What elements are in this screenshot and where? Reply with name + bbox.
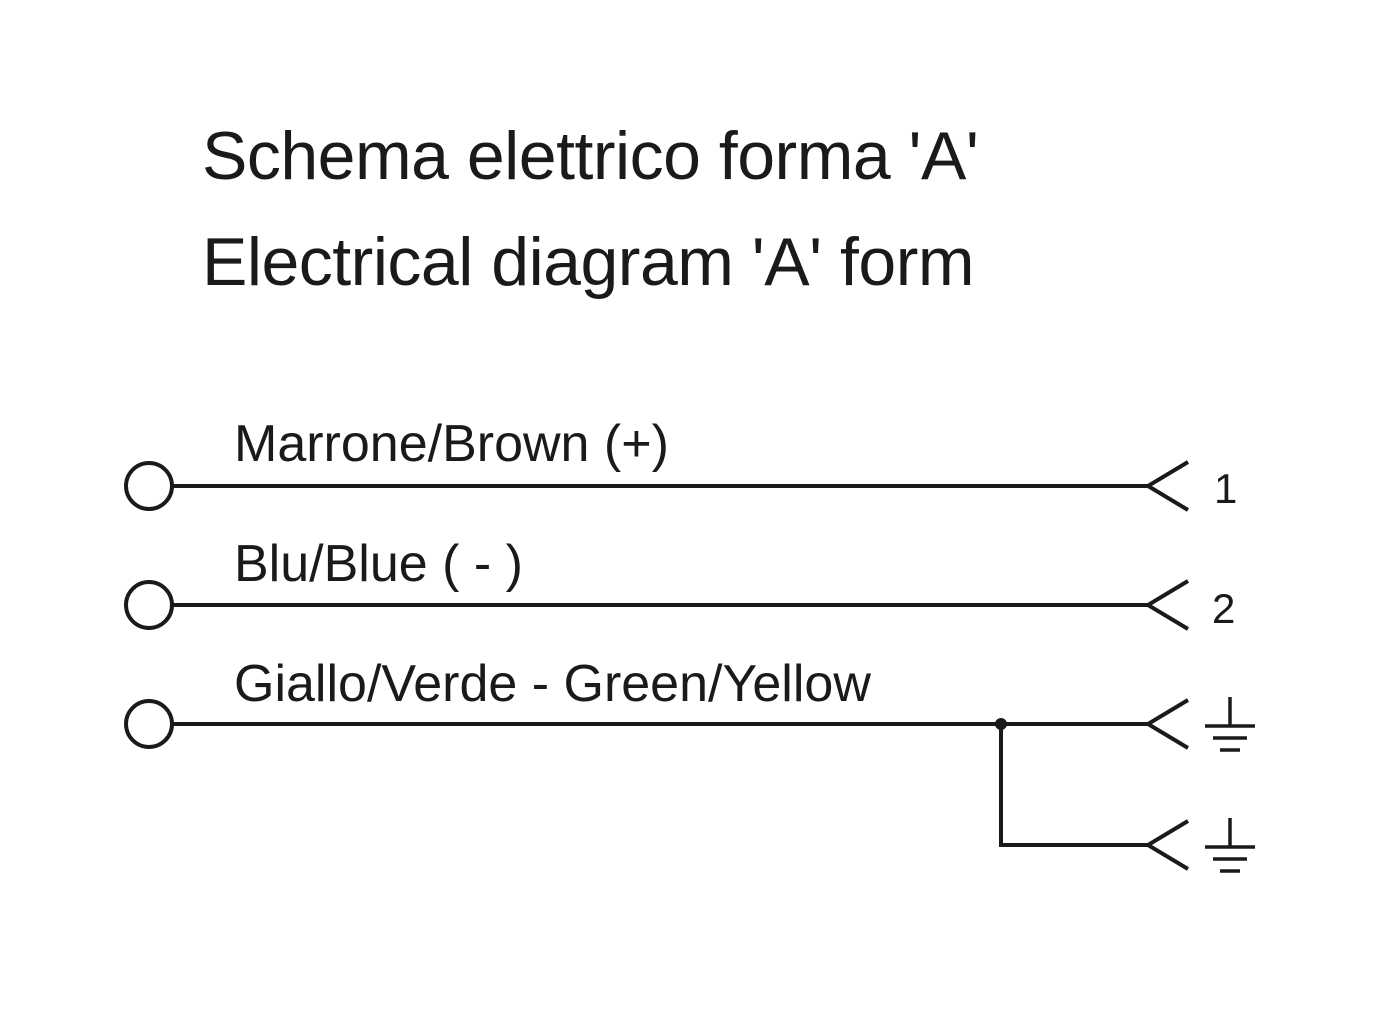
- connector-socket-4: [1144, 819, 1190, 871]
- title-english: Electrical diagram 'A' form: [202, 224, 975, 300]
- pin-number-1: 1: [1214, 465, 1238, 512]
- terminal-circle-2: [124, 580, 174, 630]
- wire-label-green-yellow: Giallo/Verde - Green/Yellow: [234, 655, 871, 713]
- connector-socket-3: [1144, 698, 1190, 750]
- connector-socket-1: [1144, 460, 1190, 512]
- ground-icon: [1205, 697, 1255, 752]
- pin-number-2: 2: [1212, 585, 1236, 632]
- ground-icon: [1205, 818, 1255, 873]
- connector-socket-2: [1144, 579, 1190, 631]
- ground-branch-line: [999, 724, 1148, 847]
- terminal-circle-1: [124, 461, 174, 511]
- title-italian: Schema elettrico forma 'A': [202, 118, 979, 194]
- wire-label-blue: Blu/Blue ( - ): [234, 535, 523, 593]
- terminal-circle-3: [124, 699, 174, 749]
- junction-dot: [995, 718, 1007, 730]
- wire-label-brown: Marrone/Brown (+): [234, 415, 669, 473]
